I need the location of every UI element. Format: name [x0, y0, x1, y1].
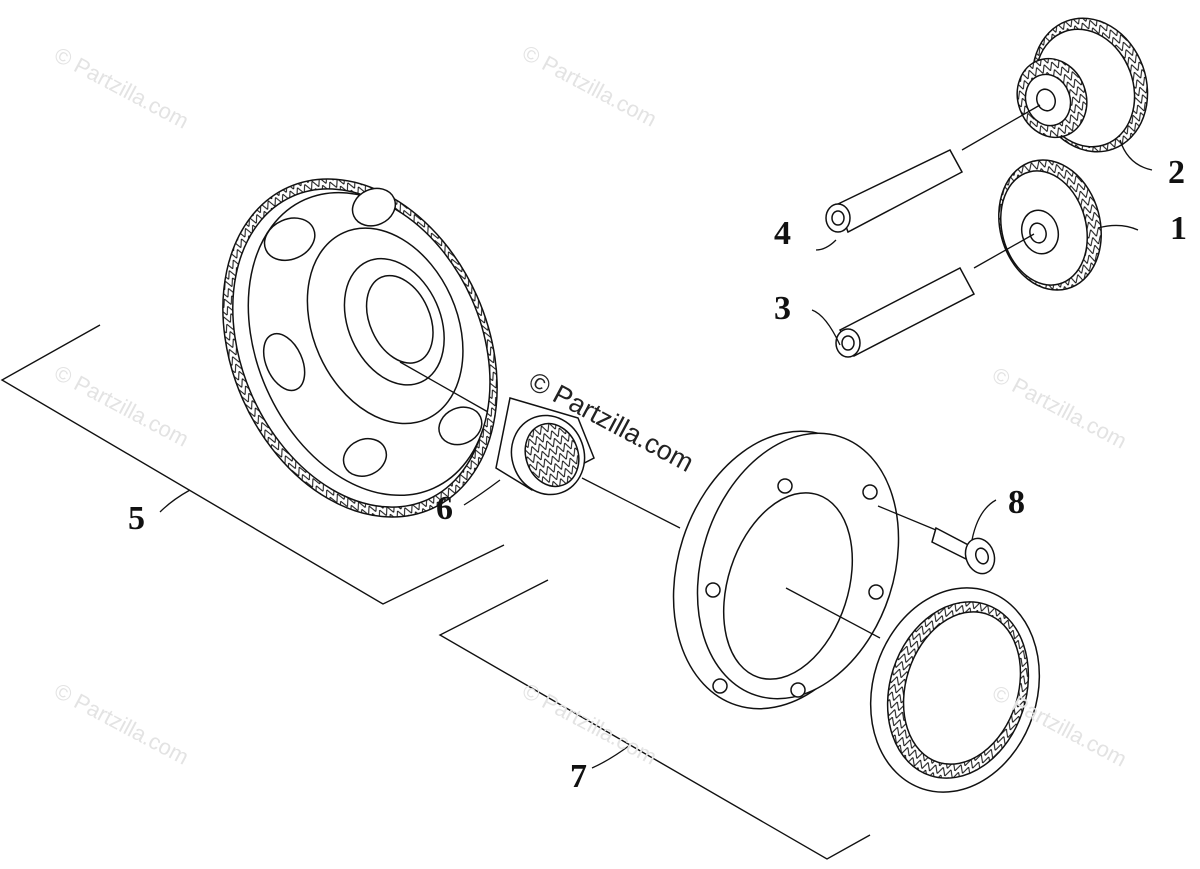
callout-7: 7	[570, 758, 587, 795]
callout-3: 3	[774, 290, 791, 327]
leader-lines	[159, 139, 1153, 769]
callout-1: 1	[1170, 210, 1187, 247]
idler-gear-1	[998, 159, 1102, 291]
shaft-3	[835, 266, 976, 358]
clutch-housing	[672, 430, 900, 710]
callout-8: 8	[1008, 484, 1025, 521]
callout-5: 5	[128, 500, 145, 537]
shaft-4	[825, 149, 964, 234]
bolt	[931, 526, 996, 575]
callout-2: 2	[1168, 154, 1185, 191]
starter-driven-gear	[222, 178, 498, 518]
idler-gear-2	[1016, 17, 1149, 153]
bracket-5	[0, 324, 505, 605]
one-way-clutch	[869, 587, 1041, 793]
assembly-lines	[399, 104, 1041, 639]
callout-4: 4	[774, 215, 791, 252]
callout-6: 6	[436, 490, 453, 527]
needle-bearing	[495, 397, 595, 496]
bracket-7	[438, 579, 871, 860]
